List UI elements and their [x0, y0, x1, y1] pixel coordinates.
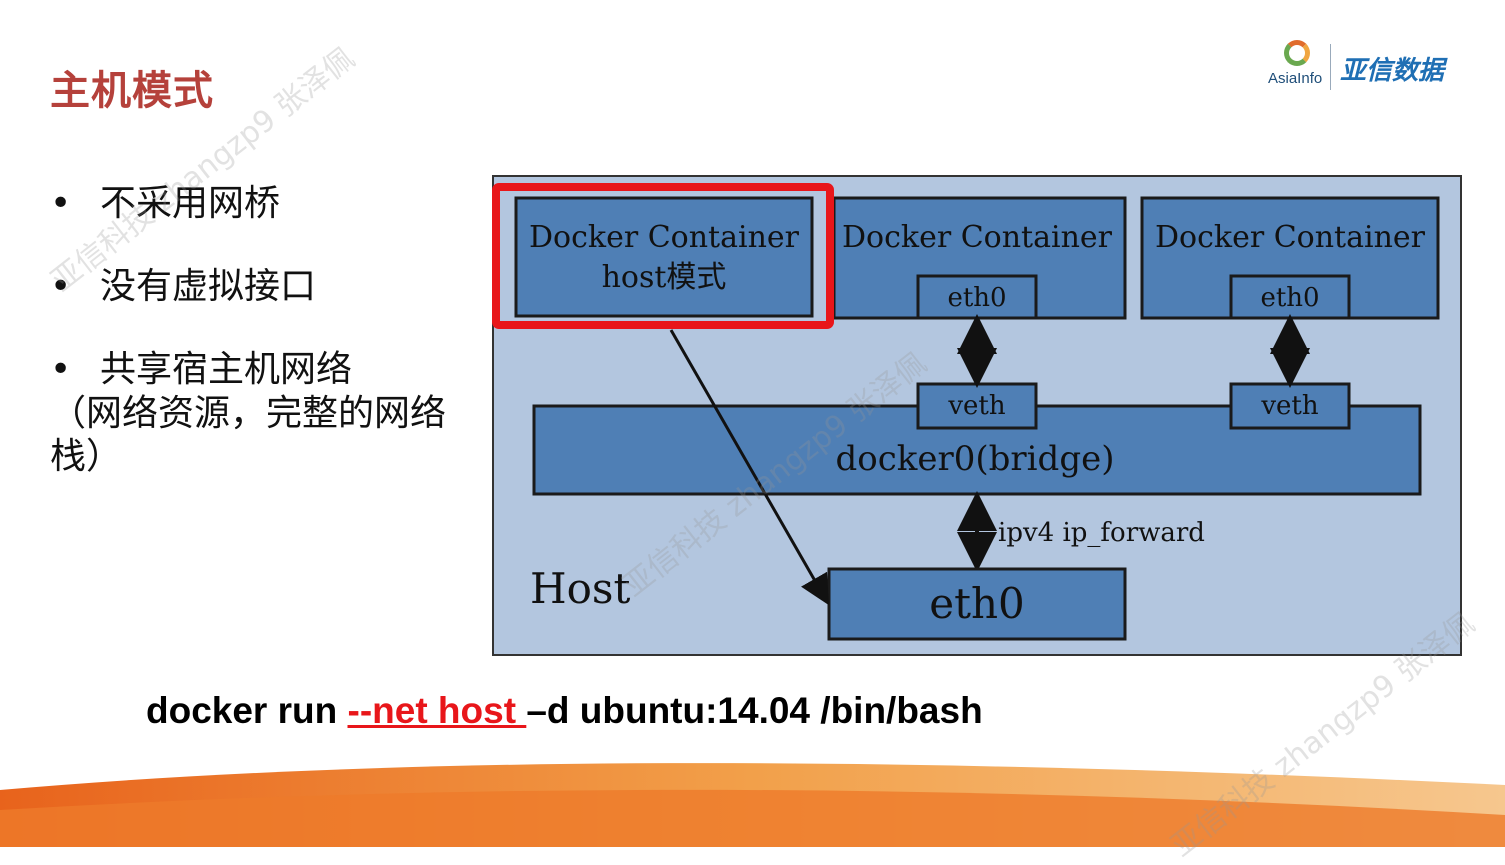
container-1-title: Docker Container — [529, 220, 800, 255]
container-2-title: Docker Container — [842, 220, 1113, 255]
ip-forward-label: ipv4 ip_forward — [998, 518, 1205, 548]
container-box-1 — [514, 196, 814, 318]
command-part-before: docker run — [146, 690, 348, 731]
bullet-item: • 共享宿主机网络 — [50, 348, 480, 391]
footer-wave — [0, 763, 1505, 847]
container-2-eth-label: eth0 — [947, 283, 1006, 313]
bullet-text: 共享宿主机网络 — [100, 349, 353, 391]
slide: 主机模式 AsiaInfo 亚信数据 • 不采用网桥 • 没有虚拟接口 • 共享… — [0, 36, 1505, 864]
bullet-item: • 不采用网桥 — [50, 182, 480, 225]
command-part-highlight: --net host — [347, 690, 527, 731]
container-1-mode: host模式 — [602, 260, 727, 295]
veth-label-2: veth — [1260, 391, 1319, 421]
logo-separator — [1330, 44, 1331, 90]
bullet-text: 没有虚拟接口 — [100, 266, 317, 308]
container-3-title: Docker Container — [1155, 220, 1426, 255]
veth-label-1: veth — [947, 391, 1006, 421]
bullet-continuation: （网络资源，完整的网络栈） — [50, 392, 447, 477]
container-3-eth-label: eth0 — [1260, 283, 1319, 313]
bullet-item: • 没有虚拟接口 — [50, 265, 480, 308]
bullet-list: • 不采用网桥 • 没有虚拟接口 • 共享宿主机网络 （网络资源，完整的网络栈） — [50, 182, 480, 478]
command-part-after: –d ubuntu:14.04 /bin/bash — [526, 690, 983, 731]
host-eth-box — [827, 567, 1127, 641]
veth-box-1 — [916, 382, 1038, 430]
logo-en-text: AsiaInfo — [1268, 70, 1323, 87]
host-mode-highlight-box — [492, 183, 834, 329]
slide-title: 主机模式 — [50, 68, 214, 114]
bullet-dot: • — [50, 266, 72, 308]
logo-ring-icon — [1284, 40, 1310, 66]
host-label: Host — [530, 564, 630, 613]
bullet-dot: • — [50, 183, 72, 224]
asiainfo-logo: AsiaInfo 亚信数据 — [1262, 36, 1462, 96]
logo-cn-text: 亚信数据 — [1340, 56, 1445, 86]
bridge-label: docker0(bridge) — [836, 439, 1115, 479]
bullet-dot: • — [50, 349, 72, 391]
docker-command: docker run --net host –d ubuntu:14.04 /b… — [146, 690, 983, 732]
container-2-eth-box — [916, 274, 1038, 320]
docker-network-diagram: .mono { font-family:"DejaVu Serif","Libe… — [492, 175, 1462, 656]
host-mode-arrow — [669, 329, 829, 606]
host-eth-label: eth0 — [929, 579, 1025, 628]
bullet-text: 不采用网桥 — [100, 183, 281, 224]
